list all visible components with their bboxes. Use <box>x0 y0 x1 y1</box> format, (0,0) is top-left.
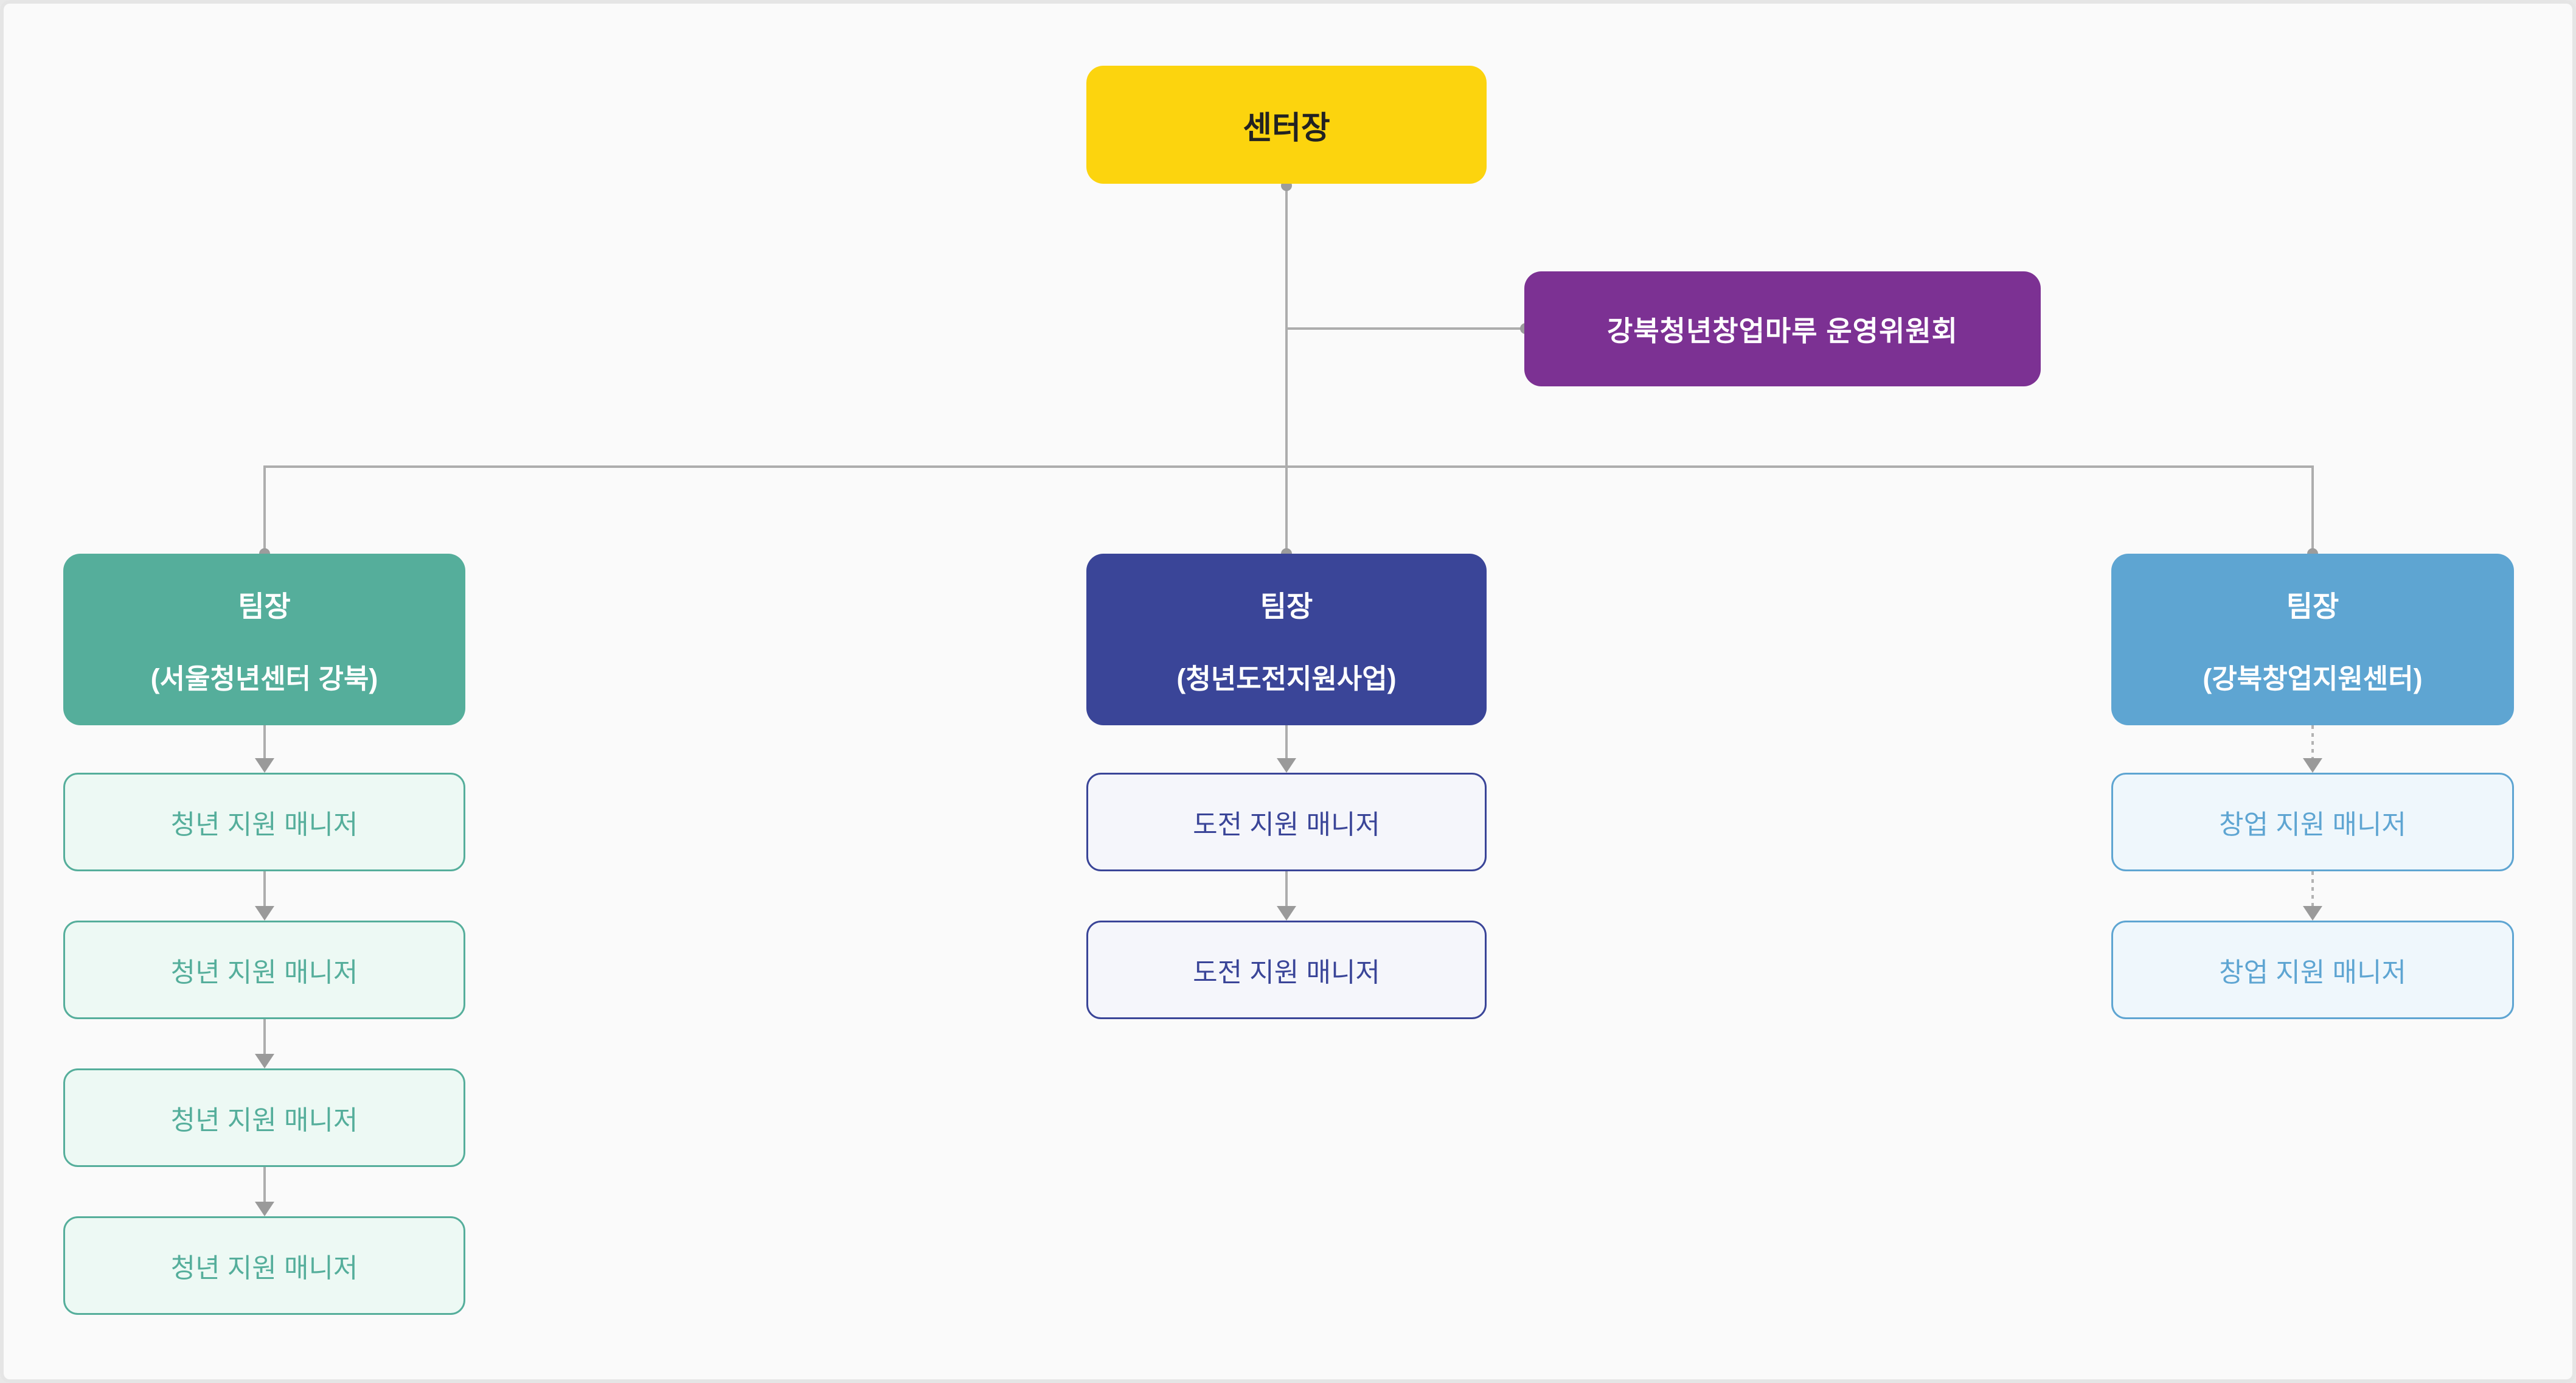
node-youth-support-manager-2: 청년 지원 매니저 <box>63 921 465 1019</box>
connector-arrow-line-dashed <box>2311 871 2314 907</box>
node-label: 청년 지원 매니저 <box>170 810 358 840</box>
node-center-director: 센터장 <box>1086 66 1487 184</box>
connector-arrow-line <box>263 871 266 907</box>
node-youth-support-manager-3: 청년 지원 매니저 <box>63 1068 465 1167</box>
node-challenge-support-manager-2: 도전 지원 매니저 <box>1086 921 1487 1019</box>
arrowhead-down-icon <box>1277 906 1296 921</box>
node-team-leader-2: 팀장 (청년도전지원사업) <box>1086 554 1487 725</box>
connector-arrow-line <box>263 1019 266 1055</box>
node-label: 도전 지원 매니저 <box>1193 810 1380 840</box>
node-label: 창업 지원 매니저 <box>2219 958 2406 988</box>
connector-team3-drop <box>2311 465 2314 554</box>
node-label: 강북청년창업마루 운영위원회 <box>1607 315 1958 347</box>
arrowhead-down-icon <box>255 758 274 773</box>
connector-arrow-line <box>263 725 266 759</box>
node-label: 청년 지원 매니저 <box>170 1253 358 1283</box>
node-label: 센터장 <box>1243 110 1330 146</box>
team-subtitle: (서울청년센터 강북) <box>150 663 378 694</box>
connector-arrow-line <box>263 1167 266 1203</box>
arrowhead-down-icon <box>2303 758 2322 773</box>
node-label: 청년 지원 매니저 <box>170 958 358 988</box>
node-startup-support-manager-2: 창업 지원 매니저 <box>2111 921 2514 1019</box>
arrowhead-down-icon <box>255 906 274 921</box>
connector-arrow-line <box>1285 725 1288 759</box>
arrowhead-down-icon <box>255 1054 274 1068</box>
arrowhead-down-icon <box>255 1202 274 1216</box>
node-label: 도전 지원 매니저 <box>1193 958 1380 988</box>
connector-team-rail <box>263 465 2314 468</box>
arrowhead-down-icon <box>1277 758 1296 773</box>
team-subtitle: (강북창업지원센터) <box>2203 663 2423 694</box>
node-youth-support-manager-1: 청년 지원 매니저 <box>63 773 465 871</box>
connector-team1-drop <box>263 465 266 554</box>
node-label: 창업 지원 매니저 <box>2219 810 2406 840</box>
node-youth-support-manager-4: 청년 지원 매니저 <box>63 1216 465 1315</box>
node-team-leader-1: 팀장 (서울청년센터 강북) <box>63 554 465 725</box>
team-title: 팀장 <box>238 590 291 622</box>
team-title: 팀장 <box>1260 590 1313 622</box>
node-startup-support-manager-1: 창업 지원 매니저 <box>2111 773 2514 871</box>
connector-root-trunk <box>1285 184 1288 554</box>
team-title: 팀장 <box>2286 590 2339 622</box>
connector-arrow-line <box>1285 871 1288 907</box>
connector-committee-branch <box>1286 327 1526 330</box>
team-subtitle: (청년도전지원사업) <box>1176 663 1397 694</box>
node-team-leader-3: 팀장 (강북창업지원센터) <box>2111 554 2514 725</box>
arrowhead-down-icon <box>2303 906 2322 921</box>
connector-arrow-line-dashed <box>2311 725 2314 759</box>
node-challenge-support-manager-1: 도전 지원 매니저 <box>1086 773 1487 871</box>
node-steering-committee: 강북청년창업마루 운영위원회 <box>1524 271 2041 386</box>
node-label: 청년 지원 매니저 <box>170 1106 358 1135</box>
